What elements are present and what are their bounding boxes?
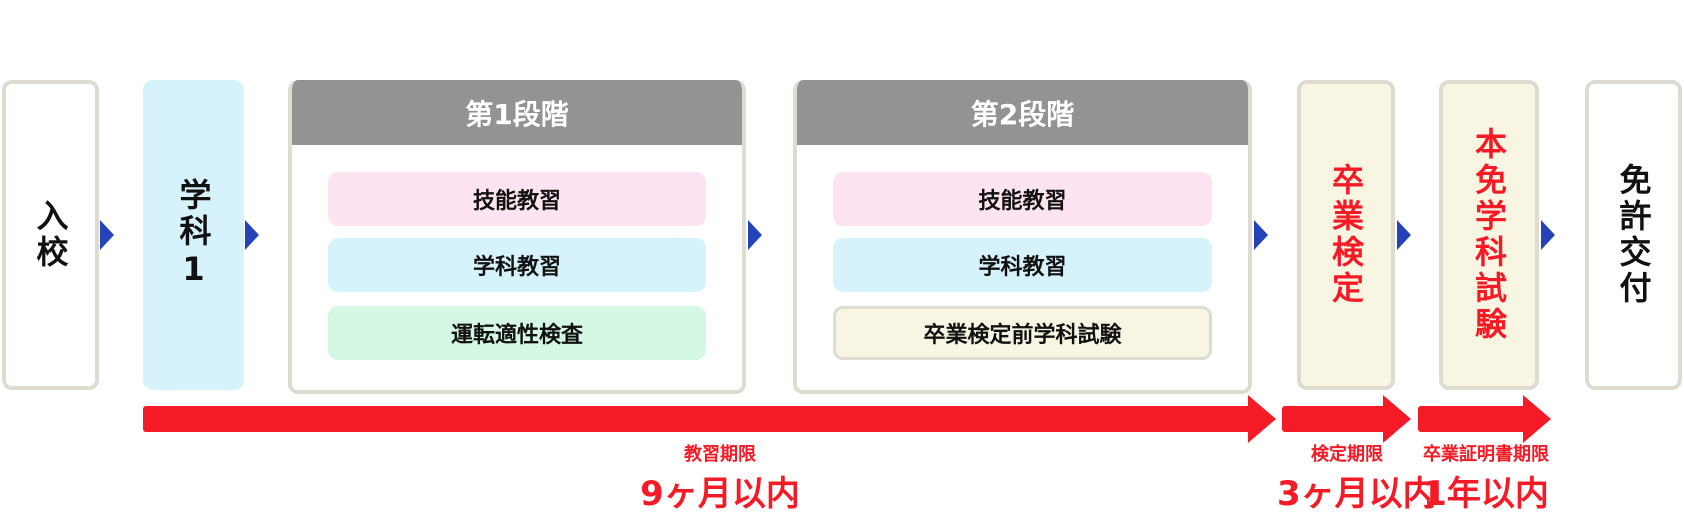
stage1-item-lecture: 学科教習 [328,238,706,292]
next-arrow-icon [1254,220,1268,250]
stage-title: 第1段階 [292,80,742,145]
step-graduation-exam: 卒業検定 [1297,80,1395,390]
stage2-item-skill: 技能教習 [833,172,1212,226]
step-label: 学科1 [174,178,213,292]
stage-1: 第1段階 技能教習 学科教習 運転適性検査 [288,80,746,394]
next-arrow-icon [748,220,762,250]
step-label: 卒業検定 [1327,163,1365,307]
next-arrow-icon [1397,220,1411,250]
stage1-item-aptitude: 運転適性検査 [328,306,706,360]
stage-2: 第2段階 技能教習 学科教習 卒業検定前学科試験 [793,80,1252,394]
period-value: 1年以内 [1423,474,1549,514]
step-gakka1: 学科1 [143,80,244,390]
step-label: 入校 [31,199,70,271]
period-arrow-exam [1282,395,1411,443]
stage2-item-pre-exam: 卒業検定前学科試験 [833,306,1212,360]
step-license-issue: 免許交付 [1585,80,1682,390]
next-arrow-icon [245,220,259,250]
step-label: 本免学科試験 [1470,127,1508,343]
stage2-item-lecture: 学科教習 [833,238,1212,292]
step-license-exam: 本免学科試験 [1439,80,1539,390]
period-arrow-training [143,395,1276,443]
period-label: 卒業証明書期限 [1423,444,1549,465]
step-label: 免許交付 [1614,163,1653,307]
step-enroll: 入校 [2,80,99,390]
stage1-item-skill: 技能教習 [328,172,706,226]
period-value: 9ヶ月以内 [640,474,800,514]
next-arrow-icon [100,220,114,250]
period-arrow-certificate [1418,395,1551,443]
stage-title: 第2段階 [797,80,1248,145]
period-label: 教習期限 [684,444,756,465]
next-arrow-icon [1541,220,1555,250]
period-value: 3ヶ月以内 [1277,474,1437,514]
period-label: 検定期限 [1311,444,1383,465]
